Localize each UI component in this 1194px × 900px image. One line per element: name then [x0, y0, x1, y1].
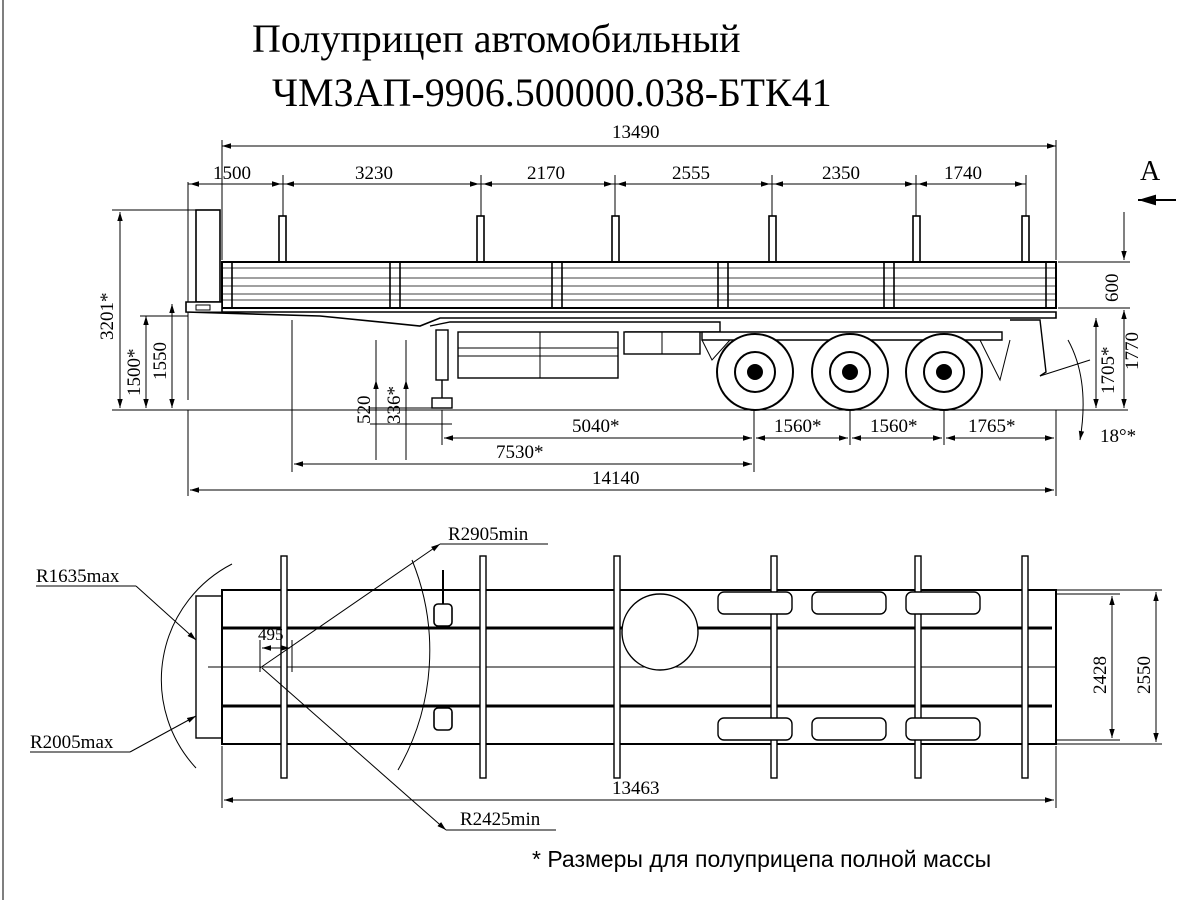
- dim-axle-spacing-2: 1560*: [870, 416, 918, 437]
- dim-height-deck: 1550: [150, 342, 171, 380]
- view-label: А: [1140, 156, 1161, 187]
- dim-departure-angle: 18°*: [1100, 426, 1136, 447]
- footnote: * Размеры для полуприцепа полной массы: [532, 846, 992, 872]
- label-radius-inner-min: R2905min: [448, 524, 529, 545]
- top-view: [30, 543, 1162, 831]
- dim-segment-2: 3230: [355, 163, 393, 184]
- dim-leg-height-loaded: 336*: [384, 386, 405, 424]
- dim-leg-height: 520: [354, 396, 375, 425]
- title-line-2: ЧМЗАП-9906.500000.038-БТК41: [272, 70, 832, 115]
- label-kingpin-offset: 495: [258, 625, 284, 644]
- label-outer-width: 2550: [1134, 656, 1155, 694]
- label-deck-length: 13463: [612, 778, 660, 799]
- dim-overall-length: 14140: [592, 468, 640, 489]
- label-radius-front-max: R1635max: [36, 566, 120, 587]
- dim-segment-4: 2555: [672, 163, 710, 184]
- label-radius-corner-max: R2005max: [30, 732, 114, 753]
- dim-rear-deck: 1770: [1122, 332, 1143, 370]
- dim-segment-6: 1740: [944, 163, 982, 184]
- dim-rear-deck-loaded: 1705*: [1098, 347, 1119, 395]
- dim-rear-overhang: 1765*: [968, 416, 1016, 437]
- dim-height-total: 3201*: [97, 293, 118, 341]
- side-view: [112, 140, 1130, 496]
- dim-segment-3: 2170: [527, 163, 565, 184]
- label-inner-width: 2428: [1090, 656, 1111, 694]
- dim-front-to-axle: 7530*: [496, 442, 544, 463]
- dim-kingpin-to-axle: 5040*: [572, 416, 620, 437]
- dim-segment-1: 1500: [213, 163, 251, 184]
- title-line-1: Полуприцеп автомобильный: [252, 16, 741, 61]
- label-radius-outer-min: R2425min: [460, 809, 541, 830]
- dim-overall-top: 13490: [612, 122, 660, 143]
- dim-side-height: 600: [1102, 274, 1123, 303]
- dim-axle-spacing-1: 1560*: [774, 416, 822, 437]
- dim-height-deck-loaded: 1500*: [124, 349, 145, 397]
- dim-segment-5: 2350: [822, 163, 860, 184]
